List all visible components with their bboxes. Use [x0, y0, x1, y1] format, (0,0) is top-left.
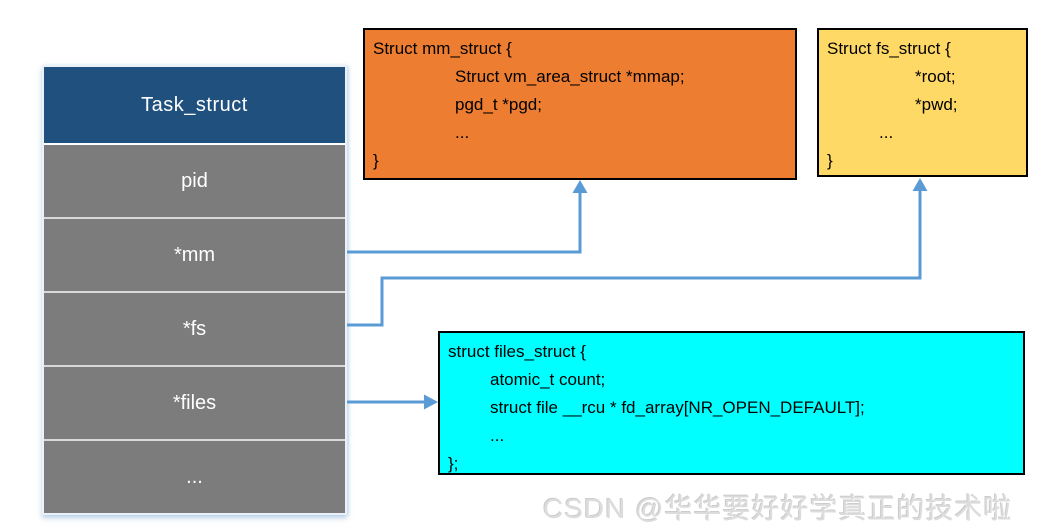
files-struct-box: struct files_struct { atomic_t count; st… — [438, 331, 1025, 475]
code-line: pgd_t *pgd; — [455, 95, 542, 114]
code-line: Struct vm_area_struct *mmap; — [455, 67, 685, 86]
code-line: } — [373, 151, 379, 170]
code-line: Struct mm_struct { — [373, 39, 512, 58]
mm-struct-box: Struct mm_struct { Struct vm_area_struct… — [363, 28, 797, 180]
code-line: atomic_t count; — [490, 370, 606, 389]
code-line: struct file __rcu * fd_array[NR_OPEN_DEF… — [490, 398, 865, 417]
code-line: }; — [448, 454, 459, 473]
code-line: struct files_struct { — [448, 342, 586, 361]
arrow-mm-to-mm-struct — [347, 180, 588, 254]
task-row-mm: *mm — [44, 217, 345, 291]
task-struct-header: Task_struct — [44, 67, 345, 143]
task-row-pid: pid — [44, 143, 345, 217]
arrowhead-up-icon — [912, 178, 928, 191]
code-line: ... — [490, 426, 505, 445]
arrow-fs-to-fs-struct — [347, 178, 928, 327]
code-line: ... — [455, 123, 470, 142]
fs-struct-box: Struct fs_struct { *root; *pwd; ... } — [817, 28, 1028, 177]
csdn-watermark: CSDN @华华要好好学真正的技术啦 — [543, 493, 1013, 524]
code-line: *pwd; — [915, 95, 958, 114]
task-struct-table: Task_struct pid *mm *fs *files ... — [42, 65, 347, 515]
task-row-files: *files — [44, 365, 345, 439]
arrowhead-up-icon — [572, 180, 588, 193]
arrowhead-right-icon — [424, 394, 438, 410]
code-line: *root; — [915, 67, 956, 86]
task-row-ellipsis: ... — [44, 439, 345, 513]
arrow-files-to-files-struct — [347, 394, 438, 410]
code-line: ... — [879, 123, 894, 142]
task-row-fs: *fs — [44, 291, 345, 365]
code-line: } — [827, 151, 833, 170]
code-line: Struct fs_struct { — [827, 39, 951, 58]
